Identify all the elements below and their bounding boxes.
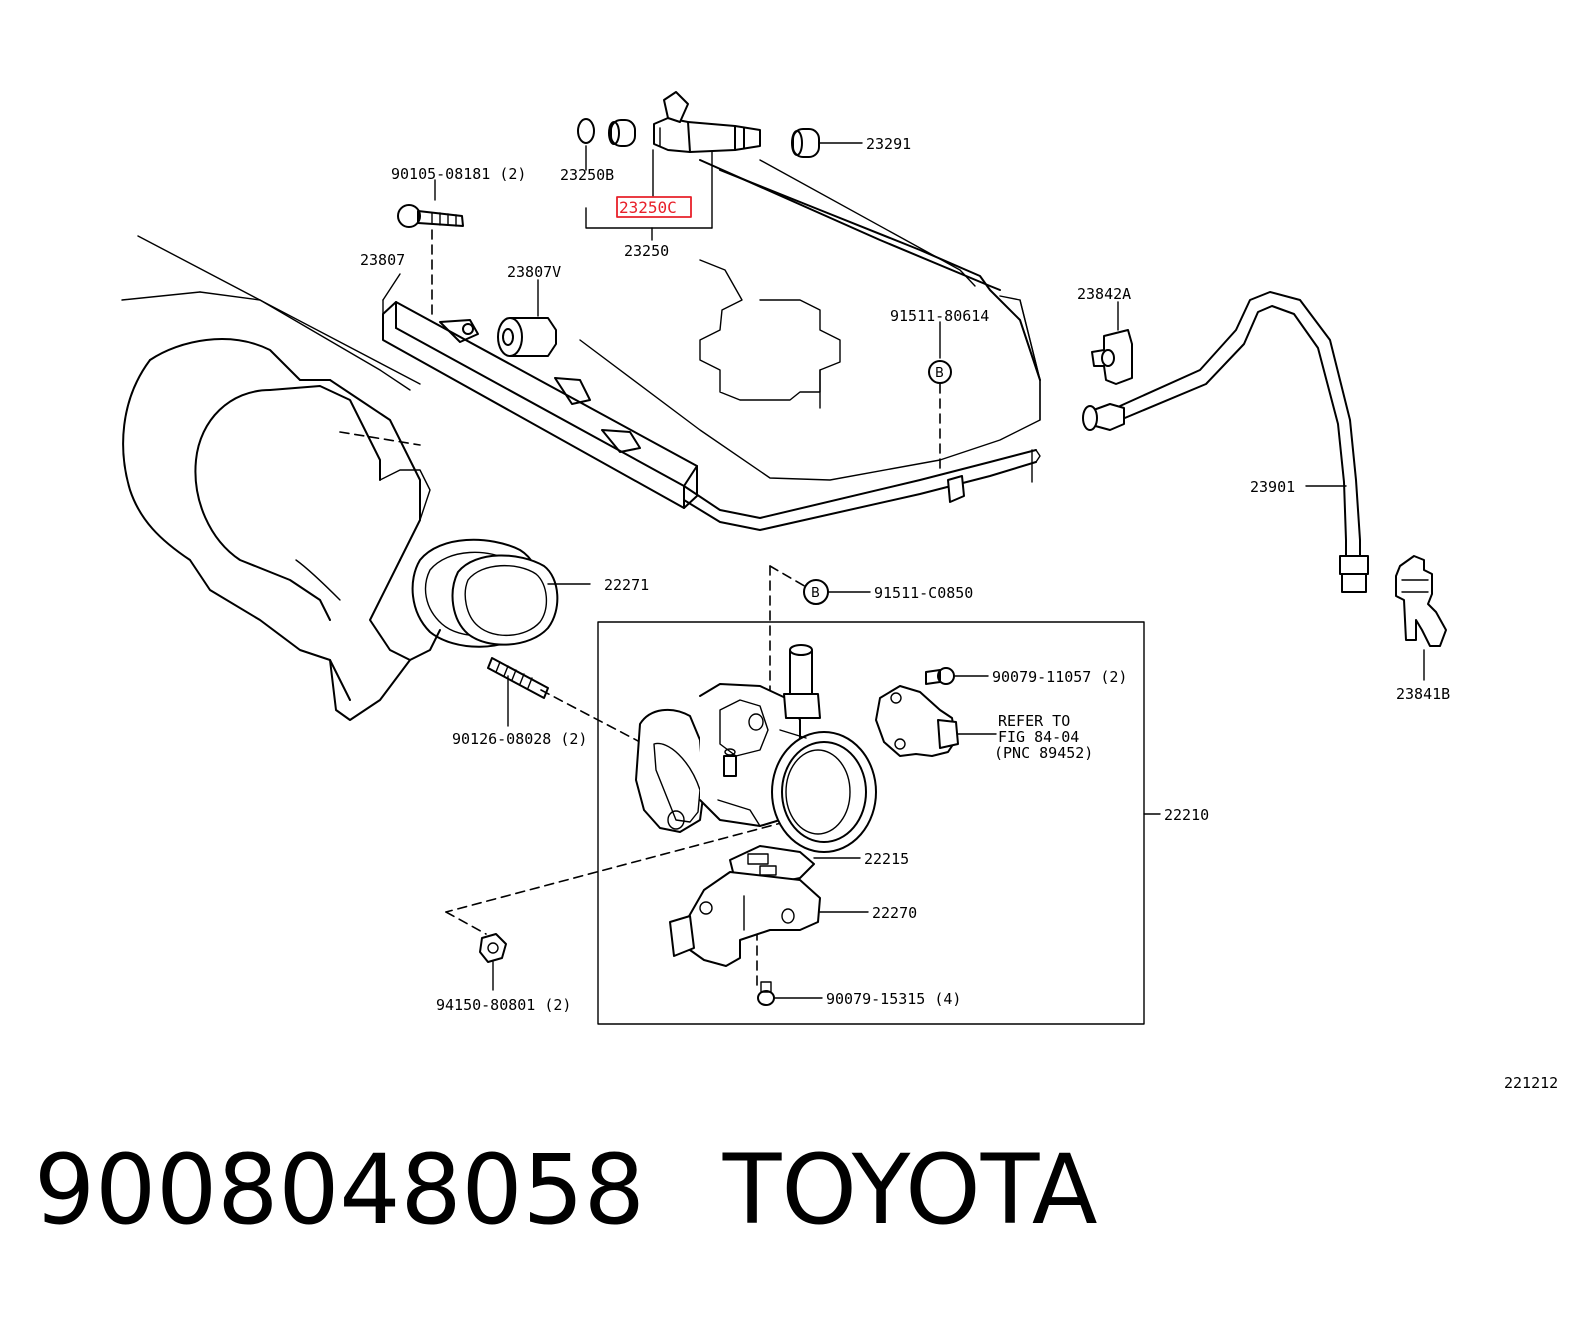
leader-23250-group — [585, 145, 713, 241]
fuel-pipe — [683, 449, 1041, 531]
refer-line-3: (PNC 89452) — [994, 744, 1093, 762]
intake-manifold — [121, 235, 441, 721]
refer-line-2: FIG 84-04 — [998, 728, 1079, 746]
leader-91511-80614 — [928, 321, 952, 471]
highlight-23250c — [616, 196, 692, 218]
label-22270: 22270 — [872, 904, 917, 922]
throttle-body-22210 — [635, 644, 877, 853]
screw-90079-11057 — [925, 667, 989, 685]
connector-23841b — [1395, 555, 1447, 681]
bolt-90105 — [397, 179, 464, 321]
insulator-23291 — [791, 128, 863, 158]
label-23807v: 23807V — [507, 263, 561, 281]
label-22215: 22215 — [864, 850, 909, 868]
label-23901: 23901 — [1250, 478, 1295, 496]
fuel-hose-23901 — [1082, 291, 1369, 593]
damper-23807v — [497, 279, 557, 357]
isc-valve-22270 — [669, 871, 869, 967]
label-23841b: 23841B — [1396, 685, 1450, 703]
screw-90079-15315 — [757, 981, 823, 1006]
label-90105: 90105-08181 (2) — [391, 165, 526, 183]
label-23291: 23291 — [866, 135, 911, 153]
nut-94150 — [479, 933, 507, 991]
throttle-position-sensor — [875, 685, 959, 757]
clamp-23842a — [1091, 301, 1133, 385]
marker-b-upper: B — [935, 366, 944, 381]
label-91511-c0850: 91511-C0850 — [874, 584, 973, 602]
label-94150: 94150-80801 (2) — [436, 996, 571, 1014]
marker-b-lower: B — [811, 586, 820, 601]
grommet-23250c — [608, 119, 636, 147]
footer-title: 9008048058 TOYOTA — [34, 1135, 1098, 1245]
fuel-injector — [653, 91, 761, 153]
stud-90126 — [487, 657, 549, 727]
label-22210: 22210 — [1164, 806, 1209, 824]
delivery-pipe-23807 — [382, 273, 698, 509]
o-ring-23250b — [577, 118, 595, 144]
gasket-22271 — [411, 538, 591, 648]
label-23842a: 23842A — [1077, 285, 1131, 303]
label-90079-15315: 90079-15315 (4) — [826, 990, 961, 1008]
label-22271: 22271 — [604, 576, 649, 594]
label-23250c: 23250C — [619, 198, 677, 217]
brand-name: TOYOTA — [722, 1134, 1098, 1246]
label-23250: 23250 — [624, 242, 669, 260]
refer-line-1: REFER TO — [998, 712, 1070, 730]
figure-number: 221212 — [1504, 1074, 1558, 1092]
part-number: 9008048058 — [34, 1134, 645, 1246]
label-90126: 90126-08028 (2) — [452, 730, 587, 748]
label-91511-80614: 91511-80614 — [890, 307, 989, 325]
label-90079-11057: 90079-11057 (2) — [992, 668, 1127, 686]
label-23807: 23807 — [360, 251, 405, 269]
throttle-body-box — [597, 621, 1145, 1025]
oil-filler-cap-outline — [699, 259, 841, 409]
label-23250b: 23250B — [560, 166, 614, 184]
